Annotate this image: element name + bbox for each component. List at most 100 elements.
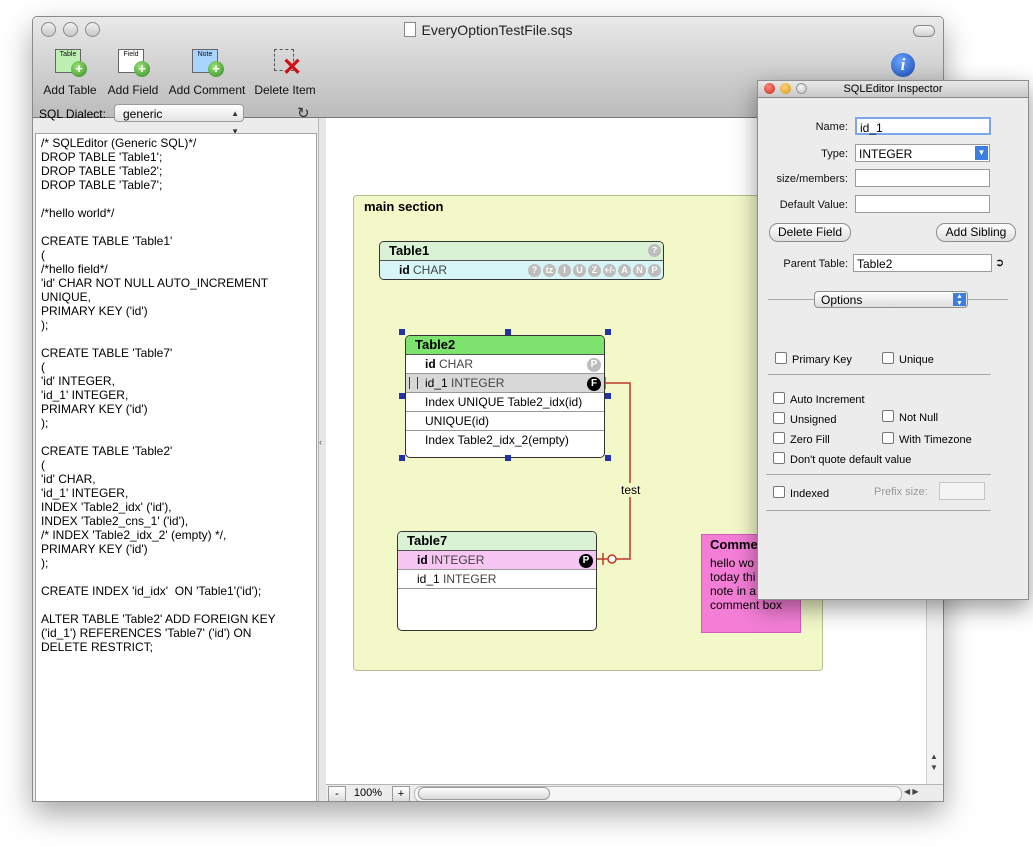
zero-fill-label: Zero Fill xyxy=(790,434,830,446)
table2-index-2[interactable]: UNIQUE(id) xyxy=(406,412,604,431)
unsigned-label: Unsigned xyxy=(790,414,836,426)
table1-help-badge: ? xyxy=(648,244,661,257)
option-badge[interactable]: tz xyxy=(543,264,556,277)
table7-field-id[interactable]: id INTEGERP xyxy=(398,551,596,570)
selection-handle[interactable] xyxy=(505,329,511,335)
link-arrow-icon[interactable]: ➲ xyxy=(995,256,1004,269)
unsigned-checkbox[interactable]: Unsigned xyxy=(773,412,836,426)
option-badge[interactable]: U xyxy=(573,264,586,277)
table1-field-id[interactable]: id CHAR ?tzIUZ+/-ANP xyxy=(380,261,663,280)
delete-item-button[interactable]: ✕ Delete Item xyxy=(253,47,317,97)
sql-line: DROP TABLE 'Table2'; xyxy=(41,164,162,178)
field-type: INTEGER xyxy=(431,553,484,567)
table2-field-id[interactable]: id CHARP xyxy=(406,355,604,374)
add-field-button[interactable]: Field+ Add Field xyxy=(105,47,161,97)
add-table-button[interactable]: Table+ Add Table xyxy=(41,47,99,97)
not-null-checkbox[interactable]: Not Null xyxy=(882,410,938,424)
info-icon[interactable]: i xyxy=(891,53,915,77)
table2-field-id-1[interactable]: id_1 INTEGERF xyxy=(406,374,604,393)
prefix-size-label: Prefix size: xyxy=(874,486,928,498)
selection-handle[interactable] xyxy=(605,329,611,335)
separator xyxy=(766,474,991,475)
checkbox-box xyxy=(773,392,785,404)
table2-index-3[interactable]: Index Table2_idx_2(empty) xyxy=(406,431,604,450)
canvas-status-bar: - 100% + ◀ ▶ xyxy=(326,784,943,802)
separator xyxy=(768,374,991,375)
name-field[interactable]: id_1 xyxy=(855,117,991,135)
table7-header: Table7 xyxy=(398,532,596,551)
close-inspector-button[interactable] xyxy=(764,83,775,94)
default-value-field[interactable] xyxy=(855,195,990,213)
table2-index-1[interactable]: Index UNIQUE Table2_idx(id) xyxy=(406,393,604,412)
indexed-checkbox[interactable]: Indexed xyxy=(773,486,829,500)
checkbox-box xyxy=(773,432,785,444)
refresh-icon[interactable]: ↻ xyxy=(297,104,310,122)
add-sibling-button[interactable]: Add Sibling xyxy=(936,223,1016,242)
sql-line: PRIMARY KEY ('id') xyxy=(41,304,148,318)
sql-dialect-select[interactable]: generic▲▼ xyxy=(114,104,244,122)
zoom-out-button[interactable]: - xyxy=(328,786,346,802)
horizontal-scroll-thumb[interactable] xyxy=(418,787,550,800)
unique-checkbox[interactable]: Unique xyxy=(882,352,934,366)
zoom-in-button[interactable]: + xyxy=(392,786,410,802)
prefix-size-field[interactable] xyxy=(939,482,985,500)
sql-line: INDEX 'Table2_cns_1' ('id'), xyxy=(41,514,188,528)
option-badge[interactable]: A xyxy=(618,264,631,277)
zoom-inspector-button[interactable] xyxy=(796,83,807,94)
selection-handle[interactable] xyxy=(399,329,405,335)
selection-handle[interactable] xyxy=(399,455,405,461)
table1[interactable]: Table1 ? id CHAR ?tzIUZ+/-ANP xyxy=(379,241,664,280)
sql-line: INDEX 'Table2_idx' ('id'), xyxy=(41,500,172,514)
field-name: id_1 xyxy=(425,376,448,390)
auto-increment-checkbox[interactable]: Auto Increment xyxy=(773,392,865,406)
sql-dialect-value: generic xyxy=(123,107,162,121)
add-comment-button[interactable]: Note+ Add Comment xyxy=(167,47,247,97)
zoom-level[interactable]: 100% xyxy=(348,787,388,799)
primary-key-checkbox[interactable]: Primary Key xyxy=(775,352,852,366)
toolbar-toggle-button[interactable] xyxy=(913,25,935,37)
selection-handle[interactable] xyxy=(399,393,405,399)
sql-line: /*hello world*/ xyxy=(41,206,114,220)
add-comment-icon: Note+ xyxy=(190,47,224,81)
sql-line: /* INDEX 'Table2_idx_2' (empty) */, xyxy=(41,528,226,542)
selection-handle[interactable] xyxy=(605,393,611,399)
sql-line: ALTER TABLE 'Table2' ADD FOREIGN KEY xyxy=(41,612,276,626)
selection-handle[interactable] xyxy=(505,455,511,461)
option-badge[interactable]: Z xyxy=(588,264,601,277)
delete-item-label: Delete Item xyxy=(254,83,315,97)
scroll-arrows-icon[interactable]: ▲▼ xyxy=(930,751,938,773)
zero-fill-checkbox[interactable]: Zero Fill xyxy=(773,432,830,446)
table1-option-badges: ?tzIUZ+/-ANP xyxy=(526,261,661,280)
delete-field-button[interactable]: Delete Field xyxy=(769,223,851,242)
scroll-left-right-icon[interactable]: ◀ ▶ xyxy=(904,787,919,796)
comment-line: comment box xyxy=(710,598,792,612)
selection-handle[interactable] xyxy=(605,455,611,461)
option-badge[interactable]: P xyxy=(648,264,661,277)
dont-quote-default-checkbox[interactable]: Don't quote default value xyxy=(773,452,911,466)
minimize-inspector-button[interactable] xyxy=(780,83,791,94)
parent-table-field[interactable]: Table2 xyxy=(853,254,992,272)
option-badge[interactable]: N xyxy=(633,264,646,277)
table2[interactable]: Table2 id CHARP id_1 INTEGERF Index UNIQ… xyxy=(405,335,605,458)
table7[interactable]: Table7 id INTEGERP id_1 INTEGER xyxy=(397,531,597,631)
primary-key-badge: P xyxy=(587,358,601,372)
sql-line: /* SQLEditor (Generic SQL)*/ xyxy=(41,136,196,150)
option-badge[interactable]: I xyxy=(558,264,571,277)
auto-increment-label: Auto Increment xyxy=(790,394,865,406)
drag-handle-icon[interactable] xyxy=(409,377,418,389)
options-popup[interactable]: Options▲▼ xyxy=(814,291,968,308)
option-badge[interactable]: +/- xyxy=(603,264,616,277)
checkbox-box xyxy=(775,352,787,364)
add-field-label: Add Field xyxy=(108,83,159,97)
section-title: main section xyxy=(364,199,443,214)
sql-output-area[interactable]: /* SQLEditor (Generic SQL)*/ DROP TABLE '… xyxy=(35,133,317,802)
field-name: id_1 xyxy=(417,572,440,586)
type-select[interactable]: INTEGER▼ xyxy=(855,144,990,162)
size-members-field[interactable] xyxy=(855,169,990,187)
table1-name: Table1 xyxy=(389,243,429,258)
sql-line: 'id_1' INTEGER, xyxy=(41,486,128,500)
table7-field-id-1[interactable]: id_1 INTEGER xyxy=(398,570,596,589)
with-timezone-checkbox[interactable]: With Timezone xyxy=(882,432,972,446)
option-badge[interactable]: ? xyxy=(528,264,541,277)
sql-line: ); xyxy=(41,556,48,570)
